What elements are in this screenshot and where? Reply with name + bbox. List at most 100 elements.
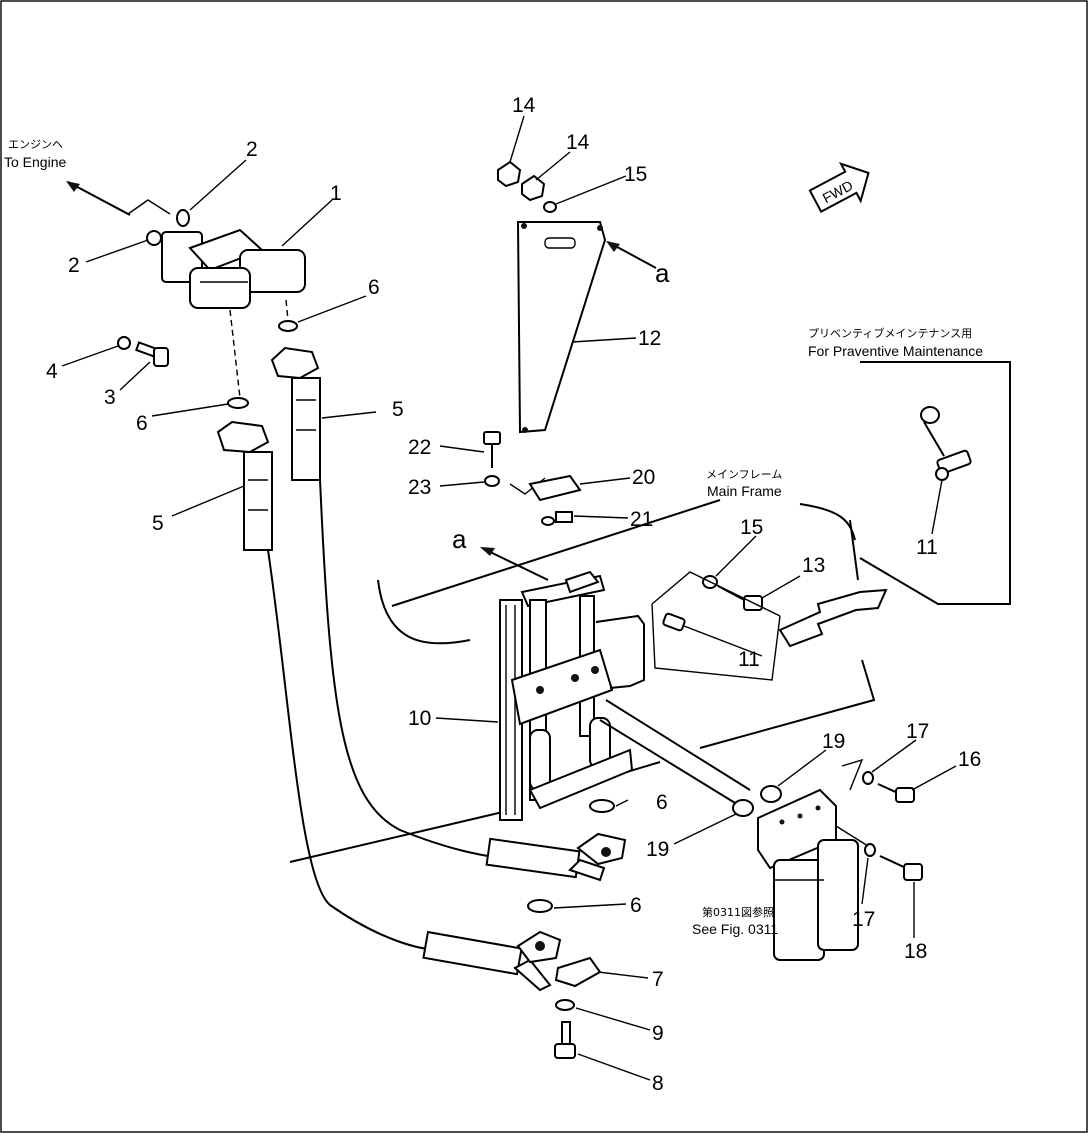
part-2-oring-lower — [146, 230, 162, 246]
callout-9: 9 — [652, 1022, 664, 1045]
main-frame-edge-lower — [699, 659, 876, 749]
callout-10: 10 — [408, 707, 431, 730]
view-a-arrow-lower — [481, 547, 549, 581]
main-frame-line-bottom — [289, 807, 521, 863]
pipe-to-filter-top — [605, 699, 751, 791]
callout-4: 4 — [46, 360, 58, 383]
part-10-valve-assembly — [499, 570, 645, 821]
maintenance-jp-note: プリベンティブメインテナンス用 — [808, 326, 972, 340]
part-14-nut-b — [521, 174, 546, 202]
callout-8: 8 — [652, 1072, 664, 1095]
callout-6b: 6 — [136, 412, 148, 435]
callout-19a: 19 — [822, 730, 845, 753]
callout-15a: 15 — [624, 163, 647, 186]
see-fig-jp-note: 第0311図参照 — [702, 905, 774, 919]
main-frame-edge-right — [849, 519, 859, 581]
callout-15b: 15 — [740, 516, 763, 539]
part-17-washer-a — [862, 771, 874, 785]
part-16-bolt — [877, 783, 915, 803]
callout-6d: 6 — [630, 894, 642, 917]
part-9-washer — [555, 999, 575, 1011]
callout-20: 20 — [632, 466, 655, 489]
part-19-oring-b — [760, 785, 782, 803]
see-fig-note: See Fig. 0311 — [692, 921, 778, 937]
view-a-arrowhead-lower — [480, 547, 495, 556]
view-a-label-top: a — [655, 258, 670, 288]
bracket-lines-11 — [651, 603, 781, 681]
part-23-washer — [484, 475, 500, 487]
part-21-clip — [555, 511, 573, 523]
hose-line-left — [267, 549, 441, 951]
callout-21: 21 — [630, 508, 653, 531]
part-1-manifold — [161, 228, 306, 309]
callout-17b: 17 — [852, 908, 875, 931]
bracket-lines-13 — [651, 571, 781, 617]
bracket-mark-17 — [841, 758, 864, 791]
to-engine-jp-note: エンジンへ — [8, 138, 63, 151]
maintenance-fitting-part — [920, 406, 972, 481]
view-a-arrowhead-top — [606, 241, 620, 252]
maintenance-note: For Praventive Maintenance — [808, 343, 983, 359]
callout-16: 16 — [958, 748, 981, 771]
hose-line-right — [319, 479, 501, 859]
lower-hose-fitting-left — [422, 930, 562, 992]
callout-5a: 5 — [392, 398, 404, 421]
centerline-2 — [285, 299, 289, 321]
callout-23: 23 — [408, 476, 431, 499]
part-6-oring-c — [589, 799, 615, 813]
bracket-mark-17b — [835, 825, 869, 847]
callout-14b: 14 — [566, 131, 590, 154]
callout-11a: 11 — [738, 648, 760, 671]
callout-6c: 6 — [656, 791, 668, 814]
filter-assembly — [757, 788, 859, 961]
callout-11b: 11 — [916, 536, 938, 559]
part-7-clamp — [554, 956, 602, 988]
callout-2b: 2 — [68, 254, 80, 277]
part-5-tube-left — [216, 420, 273, 551]
callout-5b: 5 — [152, 512, 164, 535]
to-engine-arrow-head — [66, 181, 80, 192]
to-engine-note: To Engine — [4, 154, 66, 170]
main-frame-curve-right — [799, 503, 856, 541]
part-5-tube-right — [270, 346, 321, 481]
part-8-bolt — [554, 1021, 576, 1059]
part-15-washer-upper — [543, 201, 557, 213]
main-frame-line-top — [391, 499, 721, 607]
lower-hose-fitting-right — [485, 832, 627, 882]
part-20-plate — [528, 474, 582, 502]
callout-13: 13 — [802, 554, 825, 577]
callout-12: 12 — [638, 327, 661, 350]
callout-17a: 17 — [906, 720, 929, 743]
part-4-washer — [117, 336, 131, 350]
part-2-oring-upper — [176, 209, 190, 227]
callout-14a: 14 — [512, 94, 536, 117]
to-engine-bracket — [127, 199, 171, 215]
part-18-bolt — [879, 855, 923, 881]
callout-18: 18 — [904, 940, 927, 963]
main-frame-curve-left — [377, 579, 471, 645]
part-14-nut-a — [497, 160, 522, 188]
part-19-oring-a — [732, 799, 754, 817]
pipe-to-filter-bottom — [599, 719, 741, 807]
callout-7: 7 — [652, 968, 664, 991]
main-frame-note: Main Frame — [707, 483, 782, 499]
part-6-oring-d — [527, 899, 553, 913]
callout-3: 3 — [104, 386, 116, 409]
callout-22: 22 — [408, 436, 431, 459]
main-frame-jp-note: メインフレーム — [706, 468, 782, 481]
part-3-bolt — [135, 341, 169, 367]
part-6-oring-a — [278, 320, 298, 332]
fwd-arrow-symbol: FWD — [808, 162, 870, 214]
part-17-washer-b — [864, 843, 876, 857]
part-21-washer — [541, 516, 555, 526]
part-6-oring-b — [227, 397, 249, 409]
view-a-label-lower: a — [452, 524, 467, 554]
part-11-plug — [662, 612, 686, 632]
callout-6a: 6 — [368, 276, 380, 299]
callout-2a: 2 — [246, 138, 258, 161]
maintenance-inset-frame — [859, 361, 1011, 605]
part-22-bolt — [483, 431, 501, 468]
